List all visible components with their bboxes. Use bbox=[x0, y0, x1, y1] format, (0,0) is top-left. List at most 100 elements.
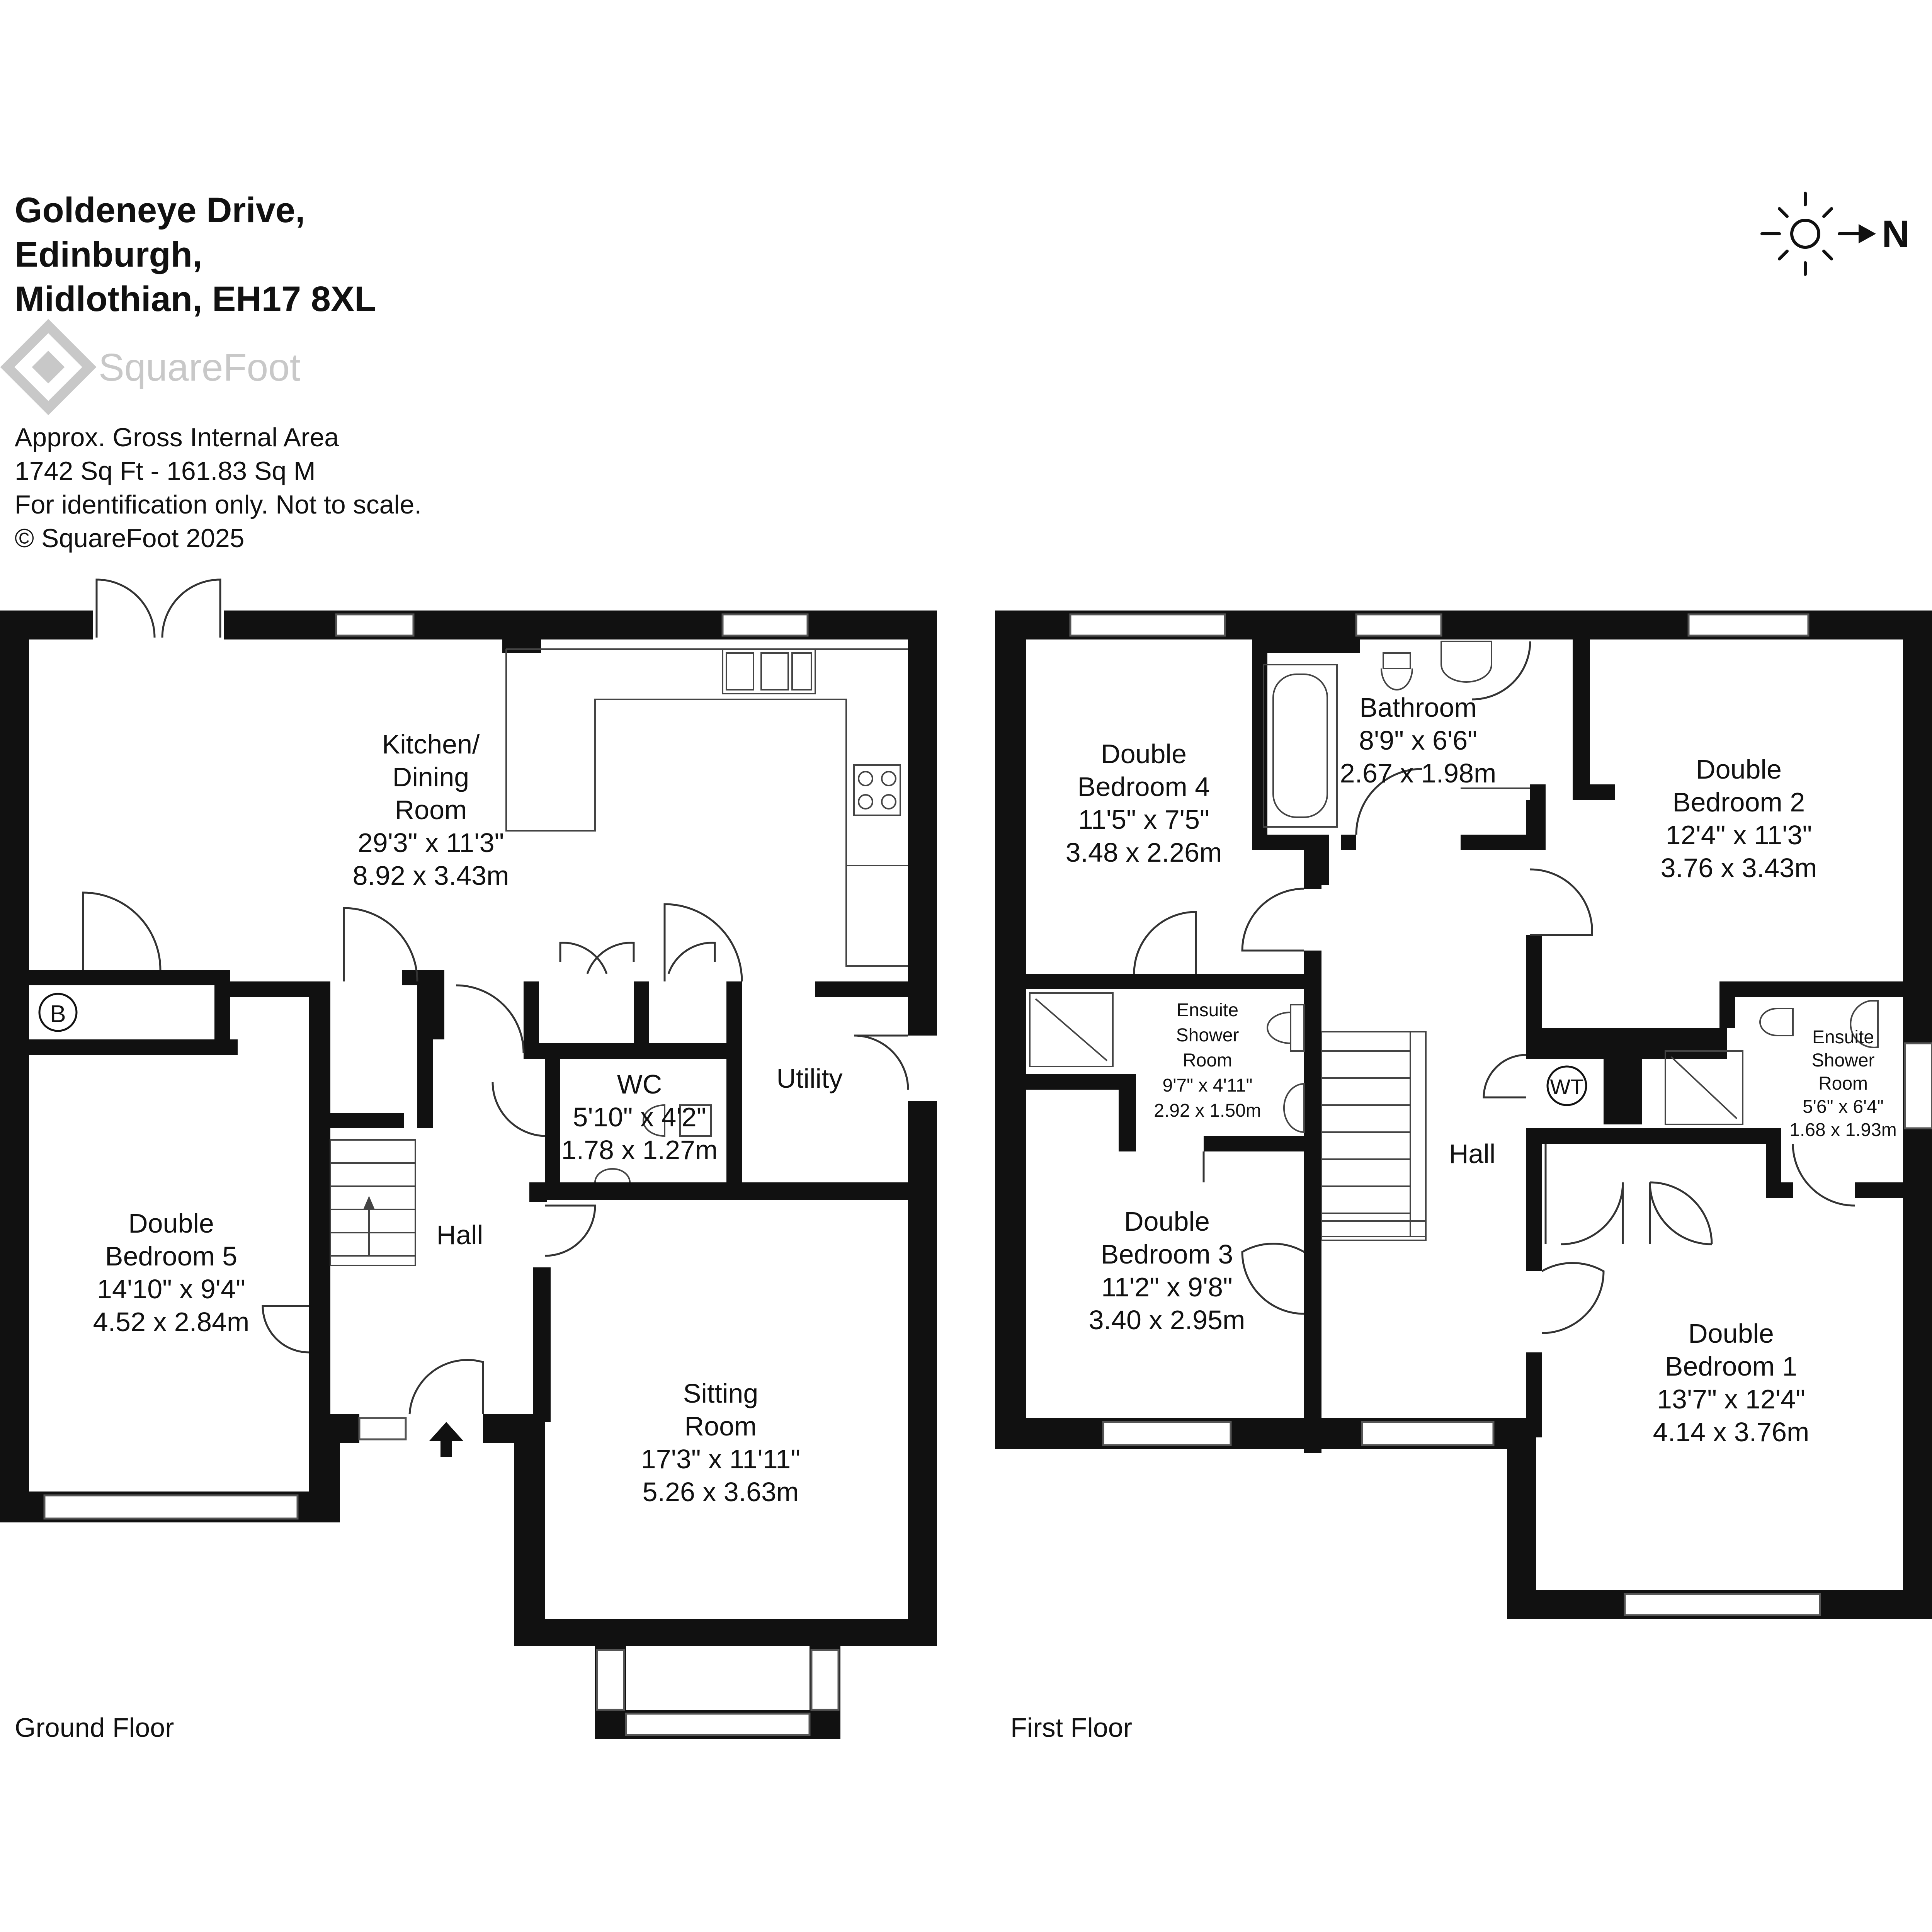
wall bbox=[908, 1194, 937, 1642]
wall bbox=[514, 1619, 850, 1646]
room-dimensions-metric: 3.76 x 3.43m bbox=[1661, 853, 1817, 883]
wall bbox=[1526, 1352, 1542, 1437]
cupboard-door[interactable] bbox=[343, 907, 418, 982]
window bbox=[1361, 1421, 1495, 1446]
wall bbox=[330, 1113, 404, 1128]
room-name: Ensuite bbox=[1812, 1027, 1874, 1048]
side-door[interactable] bbox=[854, 1034, 909, 1090]
wc-door[interactable] bbox=[492, 1082, 545, 1137]
window bbox=[1687, 613, 1810, 637]
wall bbox=[815, 981, 910, 997]
room-name: Hall bbox=[437, 1220, 483, 1250]
room-dimensions-metric: 2.67 x 1.98m bbox=[1340, 758, 1497, 788]
basin-icon bbox=[1850, 1000, 1879, 1048]
wall bbox=[1252, 835, 1321, 850]
front-door[interactable] bbox=[408, 1359, 484, 1415]
room-name: Shower bbox=[1812, 1050, 1875, 1071]
room-dimensions-imperial: 5'10" x 4'2" bbox=[573, 1102, 706, 1132]
wall bbox=[1252, 639, 1267, 848]
shower-tray-icon bbox=[1665, 1050, 1743, 1125]
ensuite-door[interactable] bbox=[1792, 1143, 1855, 1207]
bedroom-5-door[interactable] bbox=[262, 1305, 310, 1354]
side-door-opening bbox=[906, 1036, 941, 1101]
wardrobe-doors[interactable] bbox=[1544, 1144, 1713, 1245]
room-name: Bathroom bbox=[1359, 692, 1476, 723]
address-line-3: Midlothian, EH17 8XL bbox=[15, 279, 376, 319]
room-dimensions-metric: 1.78 x 1.27m bbox=[561, 1135, 718, 1165]
room-dimensions-imperial: 11'2" x 9'8" bbox=[1101, 1272, 1233, 1302]
wall bbox=[1252, 611, 1360, 653]
cupboard-door[interactable] bbox=[1472, 641, 1531, 701]
room-name: Room bbox=[395, 795, 467, 825]
wall bbox=[1461, 835, 1534, 850]
patio-door[interactable] bbox=[161, 578, 221, 638]
bedroom-4-door[interactable] bbox=[1241, 888, 1304, 952]
compass-north-label: N bbox=[1882, 213, 1910, 256]
ensuite-door[interactable] bbox=[1133, 911, 1197, 974]
window bbox=[625, 1713, 811, 1736]
cupboard-door[interactable] bbox=[82, 891, 162, 970]
room-name: Sitting bbox=[683, 1378, 759, 1408]
wall bbox=[533, 1267, 551, 1422]
address-block: Goldeneye Drive, Edinburgh, Midlothian, … bbox=[15, 190, 376, 319]
bedroom-3-door[interactable] bbox=[1241, 1243, 1305, 1315]
window bbox=[335, 613, 415, 637]
wall bbox=[545, 1043, 560, 1190]
wall bbox=[529, 1182, 937, 1200]
bedroom-1-door[interactable] bbox=[1541, 1262, 1605, 1334]
boiler-icon: B bbox=[38, 993, 78, 1032]
room-dimensions-imperial: 14'10" x 9'4" bbox=[97, 1274, 245, 1304]
cupboard-door[interactable] bbox=[559, 942, 608, 974]
wall bbox=[1507, 1418, 1536, 1619]
basin-icon bbox=[1283, 1083, 1305, 1133]
wall bbox=[1026, 974, 1304, 989]
cupboard-door[interactable] bbox=[586, 942, 635, 974]
room-dimensions-metric: 4.14 x 3.76m bbox=[1653, 1417, 1810, 1447]
room-name: Double bbox=[1696, 754, 1782, 784]
wall bbox=[1304, 1314, 1321, 1449]
wall bbox=[1119, 1074, 1136, 1151]
cupboard-door[interactable] bbox=[667, 942, 716, 974]
room-name: Double bbox=[1124, 1206, 1210, 1236]
basin-icon bbox=[594, 1168, 631, 1183]
kitchen-door[interactable] bbox=[456, 984, 525, 1053]
sitting-room-door[interactable] bbox=[544, 1204, 596, 1257]
room-name: Double bbox=[128, 1208, 214, 1238]
wall bbox=[214, 970, 230, 1055]
bathtub-icon bbox=[1263, 664, 1338, 828]
patio-door[interactable] bbox=[95, 578, 156, 638]
wall bbox=[908, 611, 937, 1217]
bedroom-2-door[interactable] bbox=[1530, 868, 1593, 936]
wall bbox=[529, 1182, 547, 1202]
shower-tray-icon bbox=[1029, 992, 1114, 1067]
room-name: Bedroom 3 bbox=[1101, 1239, 1233, 1269]
room-double-bedroom-2: Double Bedroom 2 12'4" x 11'3" 3.76 x 3.… bbox=[1661, 754, 1817, 883]
room-dimensions-imperial: 8'9" x 6'6" bbox=[1359, 725, 1477, 755]
water-tank-icon: WT bbox=[1546, 1065, 1587, 1106]
room-ensuite-shower-room: Ensuite Shower Room 5'6" x 6'4" 1.68 x 1… bbox=[1789, 1027, 1897, 1140]
room-name: WC bbox=[617, 1069, 662, 1099]
wall bbox=[1304, 850, 1321, 889]
room-dimensions-metric: 4.52 x 2.84m bbox=[93, 1307, 250, 1337]
toilet-icon bbox=[1759, 1008, 1794, 1036]
window bbox=[1624, 1593, 1821, 1616]
room-dimensions-imperial: 17'3" x 11'11" bbox=[641, 1444, 800, 1474]
water-tank-door[interactable] bbox=[1483, 1054, 1527, 1099]
room-dimensions-metric: 5.26 x 3.63m bbox=[643, 1477, 799, 1507]
window bbox=[596, 1649, 625, 1711]
wall bbox=[1573, 784, 1615, 800]
window bbox=[43, 1494, 299, 1520]
copyright-text: © SquareFoot 2025 bbox=[15, 524, 245, 553]
room-sitting-room: Sitting Room 17'3" x 11'11" 5.26 x 3.63m bbox=[641, 1378, 800, 1507]
address-line-2: Edinburgh, bbox=[15, 235, 202, 274]
utility-door[interactable] bbox=[663, 903, 743, 982]
room-hall: Hall bbox=[1449, 1139, 1496, 1169]
squarefoot-logo: SquareFoot bbox=[0, 319, 301, 415]
wall bbox=[1855, 1182, 1903, 1198]
room-double-bedroom-3: Double Bedroom 3 11'2" x 9'8" 3.40 x 2.9… bbox=[1089, 1206, 1245, 1335]
wall bbox=[1526, 800, 1542, 850]
bathroom-door[interactable] bbox=[1355, 768, 1422, 835]
room-name: Double bbox=[1688, 1318, 1774, 1349]
room-utility: Utility bbox=[776, 1063, 842, 1094]
window bbox=[721, 613, 809, 637]
